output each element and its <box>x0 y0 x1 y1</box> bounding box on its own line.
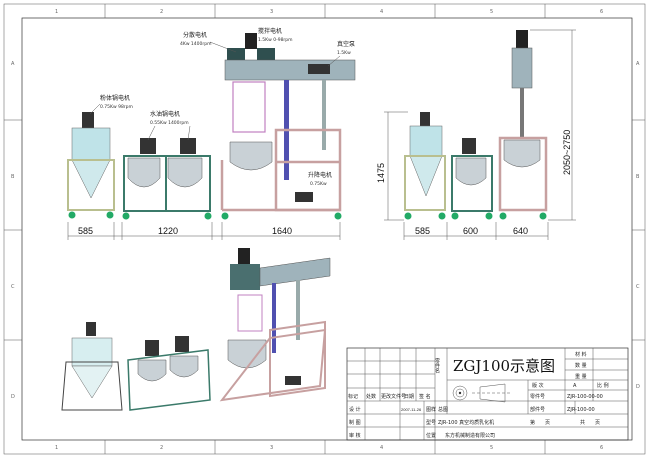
drawing-value: 总图 <box>438 406 448 413</box>
main-homogenizer-front <box>220 33 356 220</box>
stir-motor-spec: 1.5Kw 0-98rpm <box>258 37 293 43</box>
dim-front-powder: 585 <box>78 226 93 236</box>
col-5-bottom: 5 <box>490 445 493 451</box>
row-c-right: C <box>636 284 640 290</box>
row-b: B <box>11 174 15 180</box>
model-label: 型号 <box>426 419 436 426</box>
dim-front-tanks: 1220 <box>158 226 178 236</box>
dim-height-tank: 1475 <box>376 163 386 183</box>
revision-value: A <box>573 383 577 389</box>
col-2: 2 <box>160 9 163 15</box>
title-block: 零件名 ZGJ100示意图 材 料 数 量 重 量 版 次 A 比 例 零件号 … <box>346 347 629 441</box>
review-label: 审 核 <box>349 432 361 439</box>
grid-rows: A B C D A B C D <box>4 61 645 400</box>
drawing-label: 图样 <box>426 406 436 413</box>
water-oil-motor-label: 水油锅电机 <box>150 110 180 118</box>
motor-labels: 分散电机 4Kw 1400rpm 搅拌电机 1.5Kw 0-98rpm 真空泵 … <box>89 27 355 187</box>
row-d-right: D <box>636 384 640 390</box>
col-6-bottom: 6 <box>600 445 603 451</box>
rev-header-date: 日期 <box>404 394 414 400</box>
grid-columns-top: 1 2 3 4 5 6 <box>55 4 603 18</box>
col-6: 6 <box>600 9 603 15</box>
lift-motor-spec: 0.75Kw <box>310 181 327 187</box>
col-5: 5 <box>490 9 493 15</box>
material-label: 材 料 <box>575 351 587 358</box>
dim-height-total: 2050~2750 <box>562 130 572 175</box>
disperse-motor-label: 分散电机 <box>183 31 207 39</box>
dim-side-main: 640 <box>513 226 528 236</box>
sheet-label: 第 页 <box>530 419 550 426</box>
revision-label: 版 次 <box>532 382 544 389</box>
col-2-bottom: 2 <box>160 445 163 451</box>
assembly-no-value: ZJR-100-00 <box>567 407 595 413</box>
side-dimensions: 585 600 640 1475 2050~2750 <box>376 29 576 240</box>
rev-header-sign: 签 名 <box>419 393 431 400</box>
front-dimensions: 585 1220 1640 <box>67 222 341 240</box>
draft-label: 制 图 <box>349 419 361 426</box>
quantity-label: 数 量 <box>575 362 587 369</box>
part-name-label: 零件名 <box>434 358 440 374</box>
rev-header-mark: 标记 <box>348 393 358 400</box>
row-b-right: B <box>636 174 640 180</box>
powder-tank-front <box>67 112 115 219</box>
water-oil-tanks-front <box>122 138 212 220</box>
side-view <box>404 30 548 220</box>
powder-motor-spec: 0.75Kw 98rpm <box>100 104 133 110</box>
projection-symbol <box>452 383 512 403</box>
grid-columns-bottom: 1 2 3 4 5 6 <box>55 440 603 454</box>
dim-side-powder: 585 <box>415 226 430 236</box>
position-label: 位置 <box>426 432 436 439</box>
total-label: 共 页 <box>580 419 600 426</box>
row-a-right: A <box>636 61 640 67</box>
rev-header-doc: 更改文件号 <box>381 393 406 400</box>
dim-front-main: 1640 <box>272 226 292 236</box>
design-label: 设 计 <box>349 406 361 413</box>
col-4-bottom: 4 <box>380 445 383 451</box>
col-1-bottom: 1 <box>55 445 58 451</box>
col-3: 3 <box>270 9 273 15</box>
row-a: A <box>11 61 15 67</box>
part-no-value: ZJR-100-00-00 <box>567 394 603 400</box>
scale-label: 比 例 <box>597 382 609 389</box>
drawing-title: ZGJ100示意图 <box>453 357 555 375</box>
vacuum-pump-spec: 1.5Kw <box>337 50 351 56</box>
col-4: 4 <box>380 9 383 15</box>
assembly-no-label: 部件号 <box>530 406 545 413</box>
dim-side-tank: 600 <box>463 226 478 236</box>
weight-label: 重 量 <box>575 373 587 380</box>
row-c: C <box>11 284 15 290</box>
inner-frame <box>21 17 633 441</box>
model-value: ZJR-100 真空均质乳化机 <box>438 419 494 426</box>
powder-motor-label: 粉体锅电机 <box>100 94 130 102</box>
row-d: D <box>11 394 15 400</box>
outer-border <box>3 3 646 455</box>
stir-motor-label: 搅拌电机 <box>258 27 282 35</box>
disperse-motor-spec: 4Kw 1400rpm <box>180 41 211 47</box>
isometric-view <box>61 248 331 411</box>
lift-motor-label: 升降电机 <box>308 171 332 179</box>
col-3-bottom: 3 <box>270 445 273 451</box>
water-oil-motor-spec: 0.55Kw 1400rpm <box>150 120 189 126</box>
col-1: 1 <box>55 9 58 15</box>
design-date: 2007-11-26 <box>401 407 422 412</box>
part-no-label: 零件号 <box>530 393 545 400</box>
rev-header-count: 处数 <box>366 393 376 400</box>
company-name: 东方机械制造有限公司 <box>445 432 495 439</box>
vacuum-pump-label: 真空泵 <box>337 40 355 48</box>
